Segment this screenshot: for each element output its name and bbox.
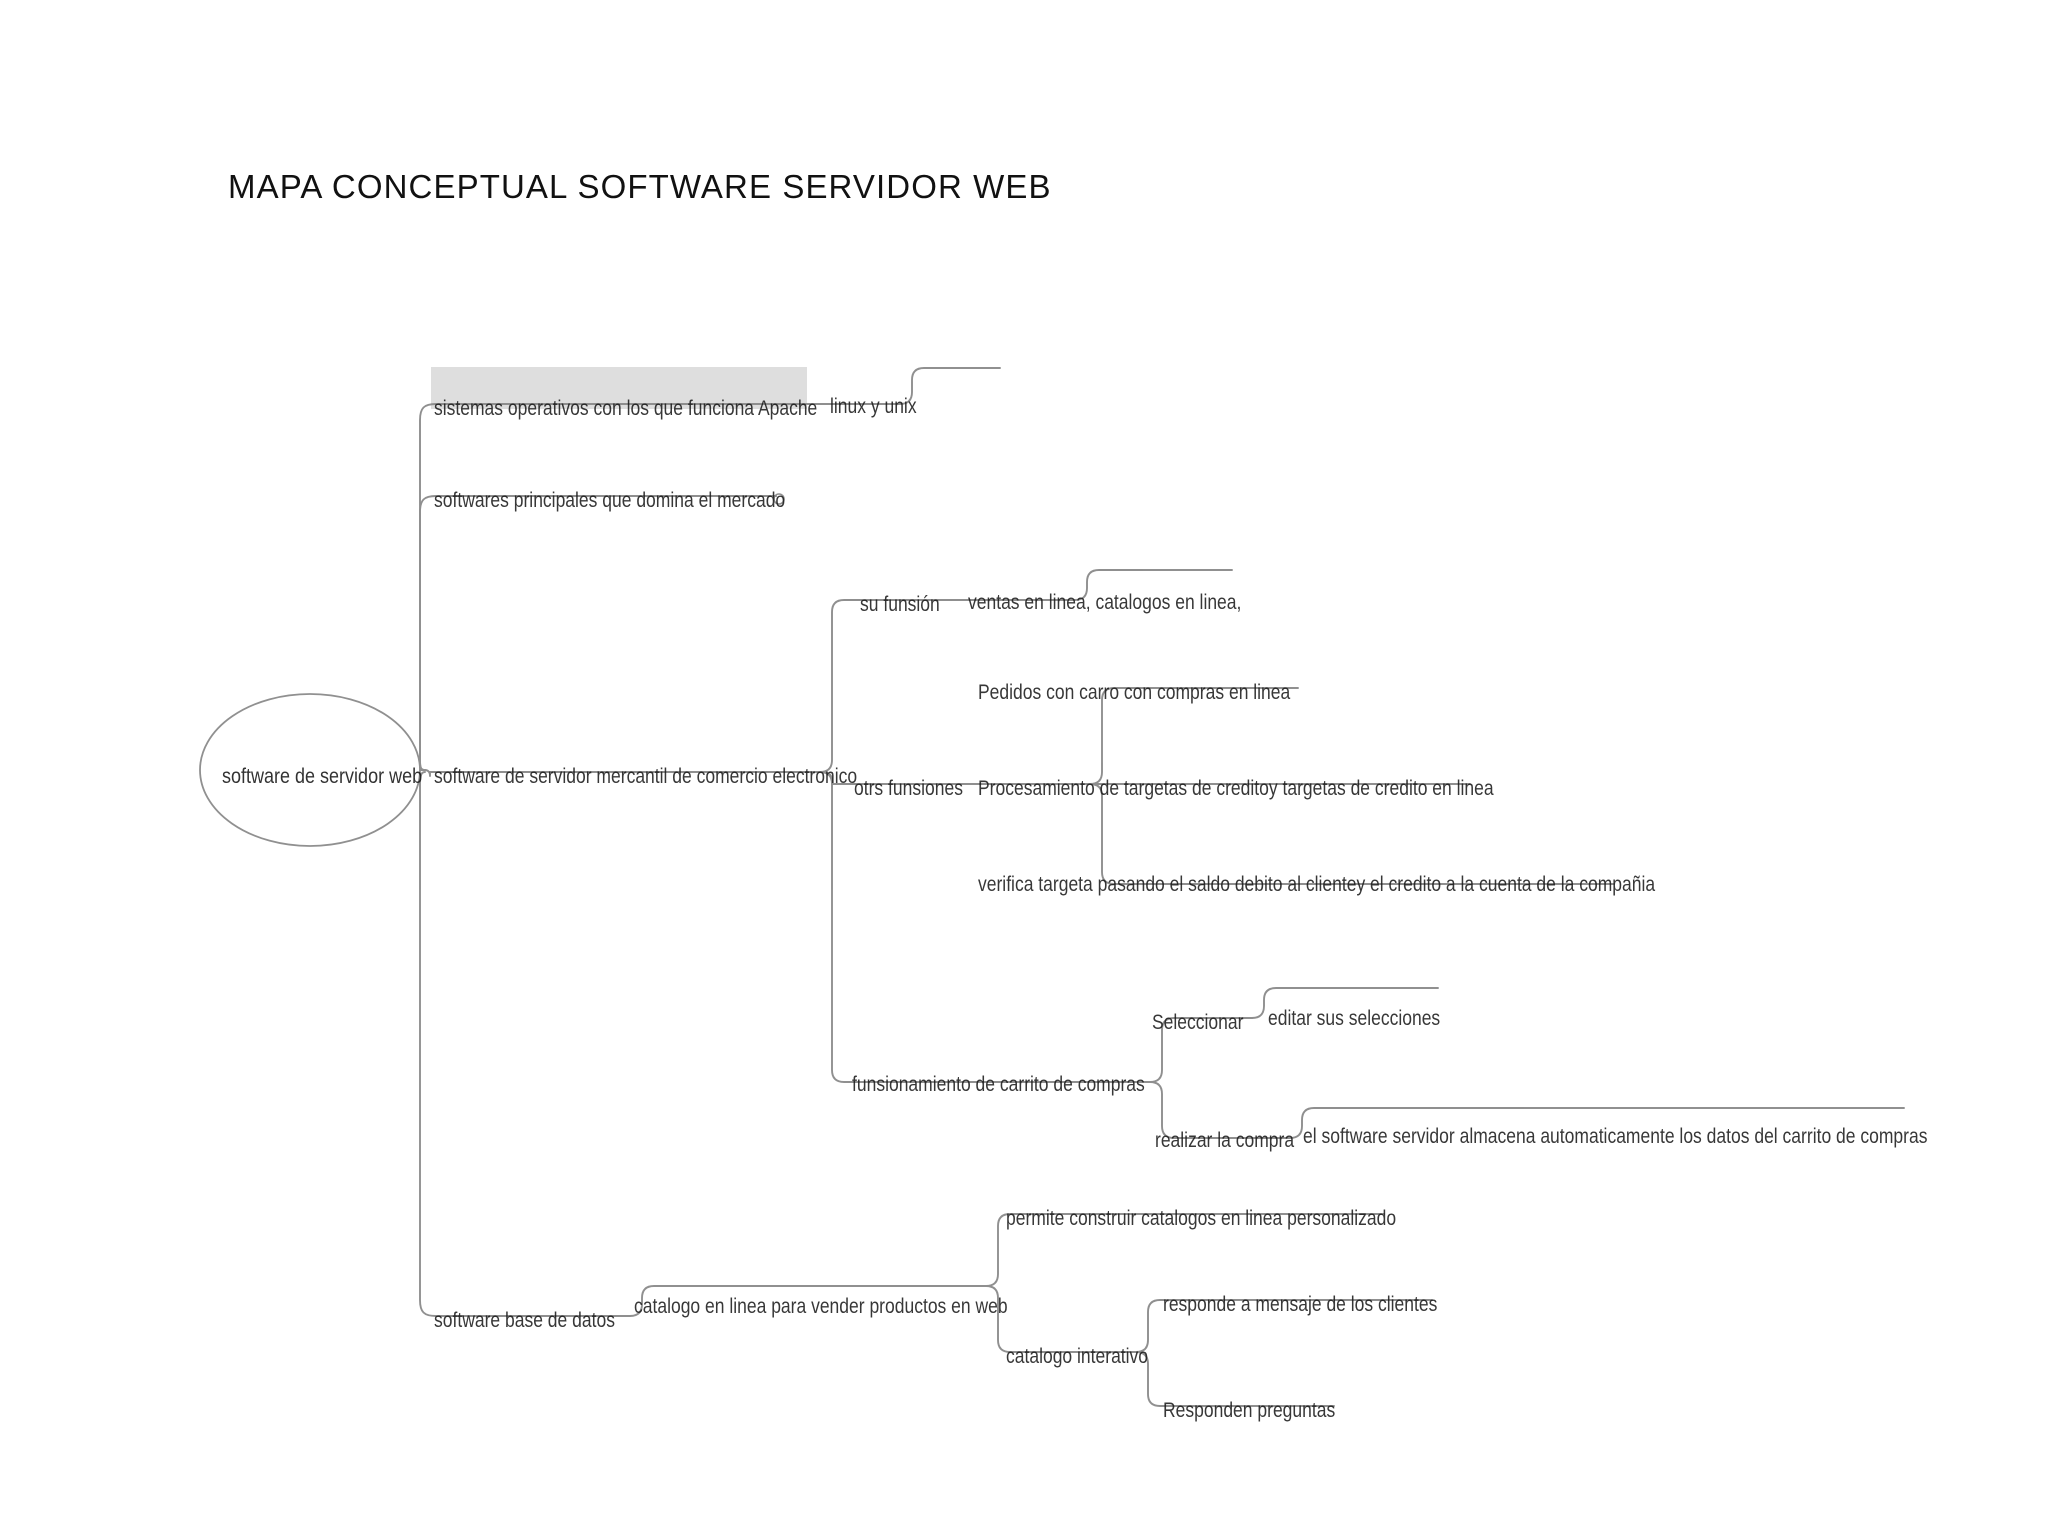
node-editar-selecciones[interactable]: editar sus selecciones — [1268, 1005, 1441, 1031]
node-sistemas-operativos[interactable]: sistemas operativos con los que funciona… — [434, 395, 818, 421]
node-linux-unix[interactable]: linux y unix — [830, 393, 917, 419]
page-title: MAPA CONCEPTUAL SOFTWARE SERVIDOR WEB — [228, 168, 1052, 205]
node-responden-preguntas[interactable]: Responden preguntas — [1163, 1397, 1336, 1423]
node-su-funsion[interactable]: su funsión — [860, 591, 940, 617]
node-almacena-datos[interactable]: el software servidor almacena automatica… — [1303, 1123, 1928, 1149]
node-ventas-en-linea[interactable]: ventas en linea, catalogos en linea, — [968, 589, 1242, 615]
node-softwares-principales[interactable]: softwares principales que domina el merc… — [434, 487, 786, 513]
node-catalogo-en-linea[interactable]: catalogo en linea para vender productos … — [634, 1293, 1008, 1319]
node-software-base-datos[interactable]: software base de datos — [434, 1307, 615, 1333]
node-responde-mensaje[interactable]: responde a mensaje de los clientes — [1163, 1291, 1438, 1317]
node-servidor-mercantil[interactable]: software de servidor mercantil de comerc… — [434, 763, 858, 789]
node-pedidos[interactable]: Pedidos con carro con compras en linea — [978, 679, 1291, 705]
node-funsionamiento-carrito[interactable]: funsionamiento de carrito de compras — [852, 1071, 1145, 1097]
node-realizar-compra[interactable]: realizar la compra — [1155, 1127, 1295, 1153]
node-procesamiento-targetas[interactable]: Procesamiento de targetas de creditoy ta… — [978, 775, 1494, 801]
node-construir-catalogos[interactable]: permite construir catalogos en linea per… — [1006, 1205, 1397, 1231]
node-catalogo-interativo[interactable]: catalogo interativo — [1006, 1343, 1149, 1369]
node-otrs-funsiones[interactable]: otrs funsiones — [854, 775, 963, 801]
node-verifica-targeta[interactable]: verifica targeta pasando el saldo debito… — [978, 871, 1656, 897]
node-seleccionar[interactable]: Seleccionar — [1152, 1009, 1244, 1035]
root-node-label[interactable]: software de servidor web — [222, 763, 423, 788]
highlight-band-sistemas-operativos — [431, 367, 807, 409]
